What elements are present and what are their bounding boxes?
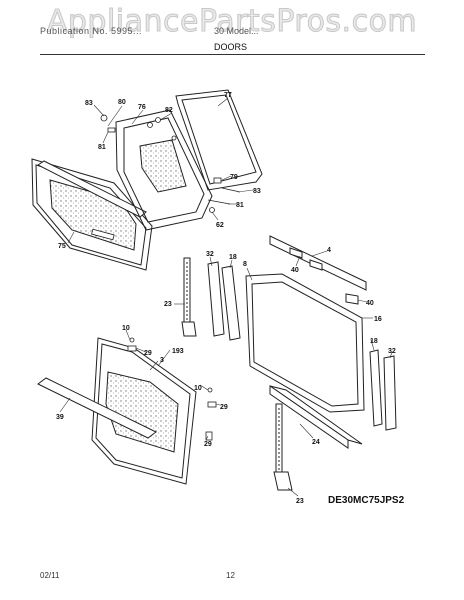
upper-door-inner-frame (115, 109, 213, 231)
upper-side-trim-18 (221, 265, 241, 341)
lower-door-glass (245, 273, 365, 413)
bottom-trim-bar (269, 385, 363, 449)
callout-10-upper: 10 (122, 325, 130, 332)
callout-83-right: 83 (253, 188, 261, 195)
leader-lines (59, 97, 393, 497)
callout-83-top: 83 (85, 100, 93, 107)
upper-door-glass (175, 89, 263, 191)
watermark: AppliancePartsPros.com (46, 4, 418, 40)
callout-75: 75 (58, 243, 66, 250)
callout-77: 77 (224, 92, 232, 99)
lower-door-window (105, 371, 179, 453)
callout-76: 76 (138, 104, 146, 111)
callout-40-upper: 40 (291, 267, 299, 274)
callout-193: 193 (172, 348, 184, 355)
callout-4: 4 (327, 247, 331, 254)
callout-81-top: 81 (98, 144, 106, 151)
model-number: DE30MC75JPS2 (328, 495, 405, 506)
callout-16: 16 (374, 316, 382, 323)
callout-82: 82 (165, 107, 173, 114)
callout-18-lower: 18 (370, 338, 378, 345)
callout-29-lower: 29 (204, 441, 212, 448)
callout-40-lower: 40 (366, 300, 374, 307)
callout-23-lower: 23 (296, 498, 304, 505)
header-publication-text: Publication No. 5995... (40, 26, 143, 36)
footer-date: 02/11 (40, 571, 60, 580)
footer-page-number: 12 (226, 571, 235, 580)
callout-32-upper: 32 (206, 251, 214, 258)
callout-10-lower: 10 (194, 385, 202, 392)
callout-29-upper: 29 (144, 350, 152, 357)
callout-29-middle: 29 (220, 404, 228, 411)
callout-24: 24 (312, 439, 320, 446)
top-trim-bar (269, 235, 367, 305)
header-divider (40, 54, 425, 55)
callout-18-upper: 18 (229, 254, 237, 261)
lower-door-handle (37, 377, 157, 439)
lower-hinge-assembly (273, 403, 293, 491)
section-title: DOORS (214, 42, 248, 52)
callout-3: 3 (160, 357, 164, 364)
lower-side-trim-18 (369, 349, 383, 427)
upper-door-badge (91, 228, 115, 241)
upper-door-outer-panel (31, 158, 153, 271)
upper-hinge-assembly (181, 257, 197, 337)
callout-79: 79 (230, 174, 238, 181)
callout-81-right: 81 (236, 202, 244, 209)
upper-door-handle (37, 160, 147, 218)
header-model-text: 30 Model... (214, 26, 259, 36)
callout-8: 8 (243, 261, 247, 268)
upper-side-trim-32 (207, 261, 225, 337)
callout-23-upper: 23 (164, 301, 172, 308)
callout-62: 62 (216, 222, 224, 229)
lower-side-trim-32 (383, 355, 397, 431)
callout-80: 80 (118, 99, 126, 106)
upper-door-hardware (100, 114, 241, 213)
callout-39: 39 (56, 414, 64, 421)
callout-32-lower: 32 (388, 348, 396, 355)
